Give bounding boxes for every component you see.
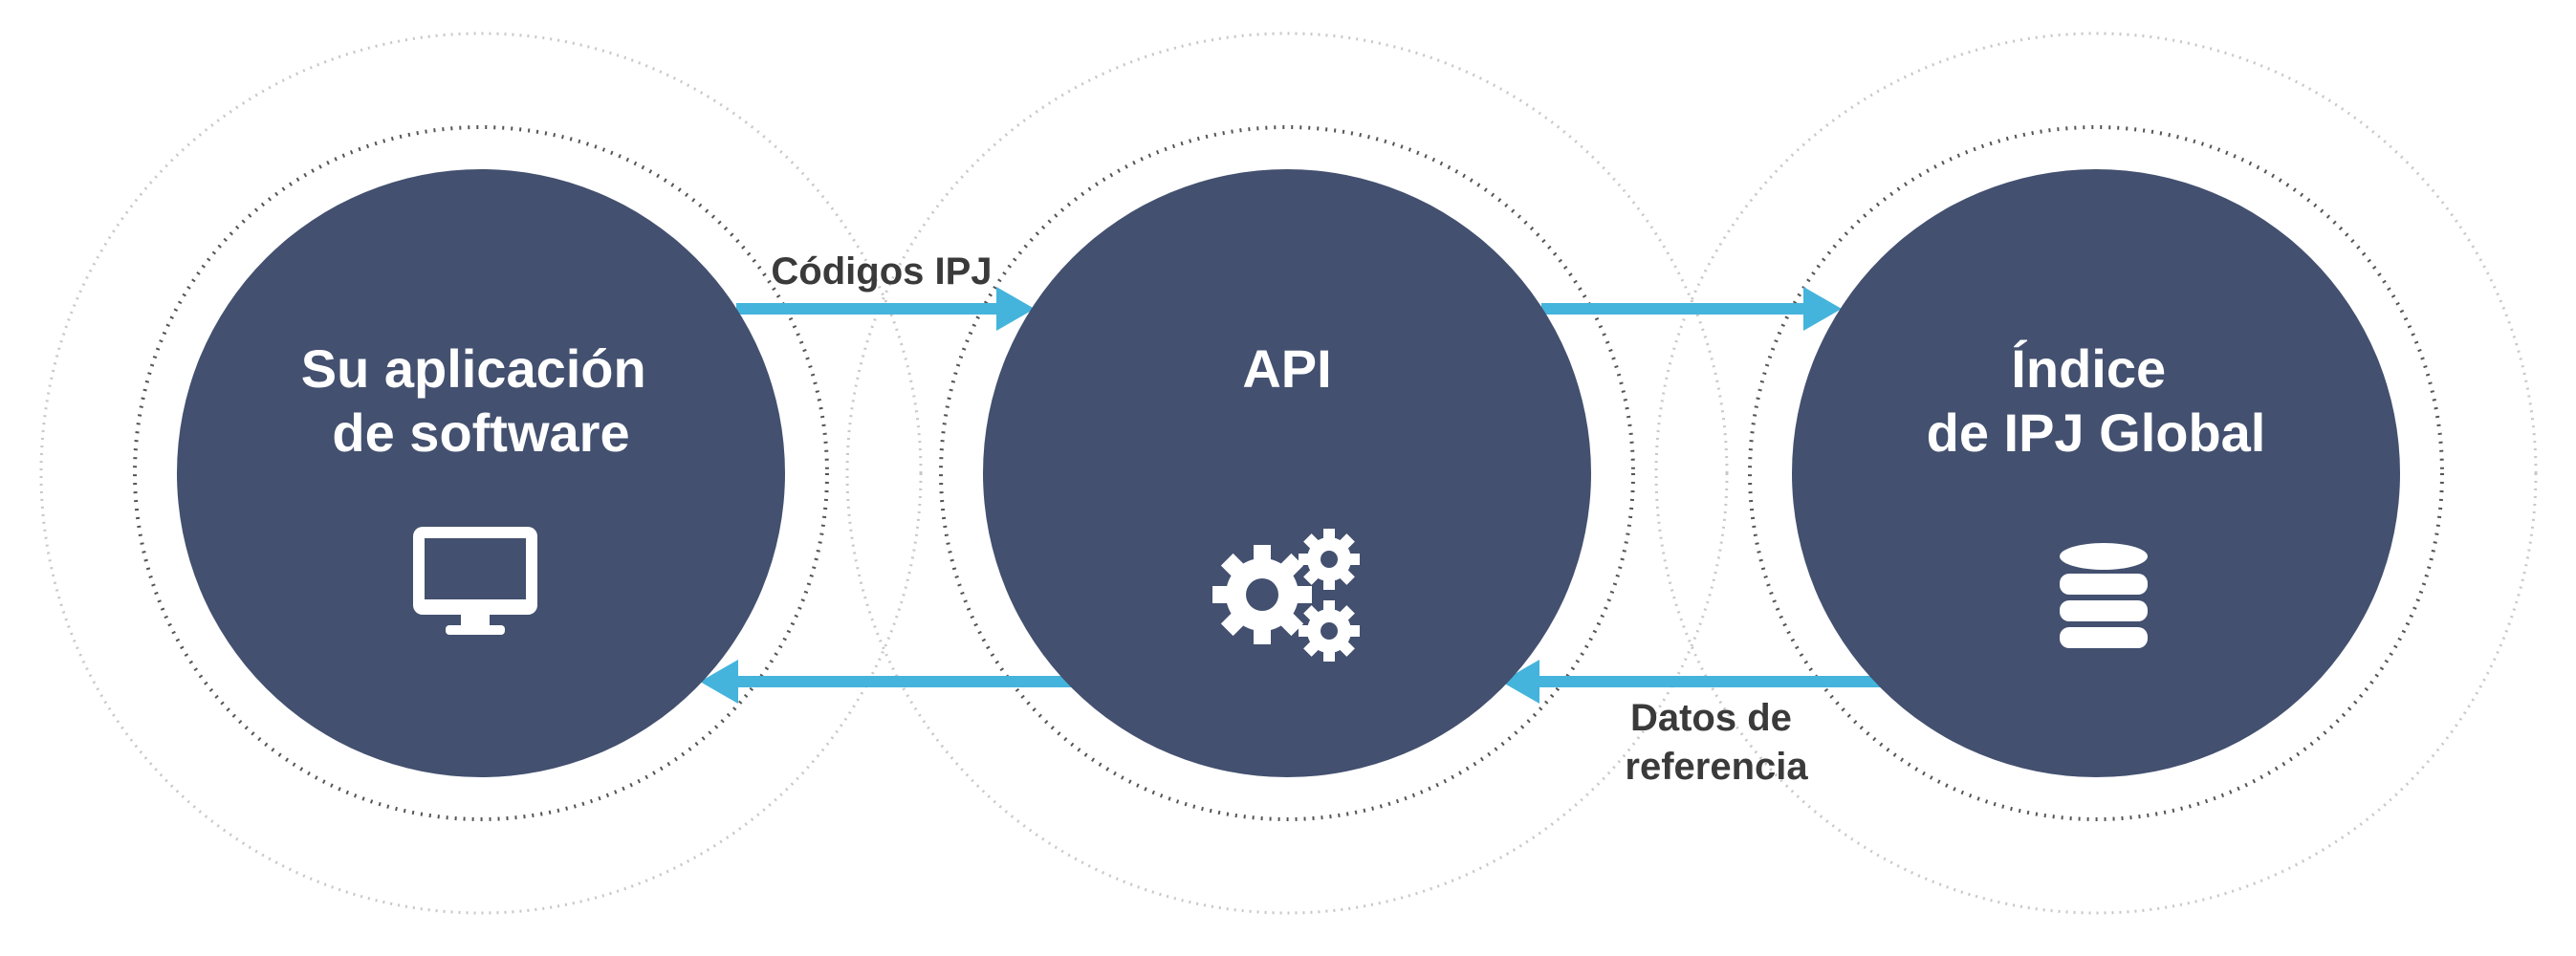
gears-icon bbox=[1212, 529, 1360, 662]
node-software-label: Su aplicación de software bbox=[301, 338, 662, 463]
node-api: API bbox=[983, 169, 1591, 777]
inner-ring-software bbox=[133, 125, 829, 821]
node-index-label-line-2: de IPJ Global bbox=[1927, 402, 2266, 463]
arrow-index-to-api bbox=[1501, 660, 1884, 704]
node-api-circle bbox=[983, 169, 1591, 777]
node-api-label-line-1: API bbox=[1242, 338, 1331, 399]
node-software-label-line-2: de software bbox=[332, 402, 629, 463]
arrow-api-to-software bbox=[700, 660, 1082, 704]
edge-label-codigos: Códigos IPJ bbox=[771, 250, 992, 293]
node-software-label-line-1: Su aplicación bbox=[301, 338, 646, 399]
node-software-circle bbox=[177, 169, 785, 777]
database-icon bbox=[2060, 543, 2148, 648]
inner-ring-index bbox=[1748, 125, 2444, 821]
node-api-label: API bbox=[1242, 338, 1331, 399]
arrow-api-to-index bbox=[1541, 287, 1842, 331]
inner-ring-api bbox=[939, 125, 1635, 821]
outer-ring-api bbox=[845, 32, 1729, 915]
edge-label-codigos-line-1: Códigos IPJ bbox=[771, 250, 992, 293]
outer-ring-software bbox=[39, 32, 923, 915]
monitor-icon bbox=[413, 527, 537, 635]
edge-label-datos-line-1: Datos de bbox=[1630, 697, 1792, 739]
arrow-software-to-api bbox=[736, 287, 1035, 331]
edge-labels: Códigos IPJ Datos de referencia bbox=[771, 250, 1808, 788]
arrows bbox=[700, 287, 1884, 704]
node-index: Índice de IPJ Global bbox=[1792, 169, 2400, 777]
node-index-label: Índice de IPJ Global bbox=[1927, 338, 2266, 463]
outer-rings bbox=[39, 32, 2538, 915]
node-index-label-line-1: Índice bbox=[2011, 338, 2166, 399]
edge-label-datos-line-2: referencia bbox=[1625, 746, 1808, 788]
outer-ring-index bbox=[1654, 32, 2538, 915]
edge-label-datos: Datos de referencia bbox=[1625, 697, 1808, 788]
node-index-circle bbox=[1792, 169, 2400, 777]
inner-rings bbox=[133, 125, 2444, 821]
node-software: Su aplicación de software bbox=[177, 169, 785, 777]
